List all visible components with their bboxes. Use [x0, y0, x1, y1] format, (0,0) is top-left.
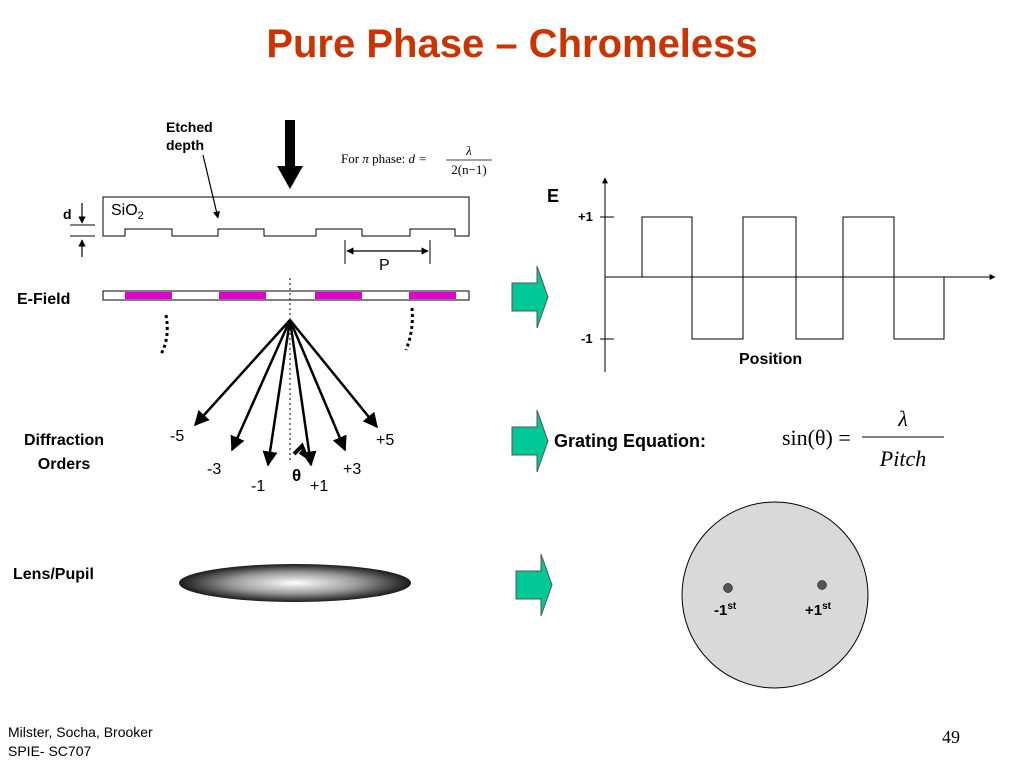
diffraction-orders-label: Diffraction Orders	[13, 429, 115, 477]
grating-numerator: λ	[898, 406, 908, 431]
theta-angle-mark	[292, 442, 311, 462]
efield-tick-minus1-label: -1	[581, 331, 593, 346]
pupil-label-plus1: +1st	[805, 601, 831, 619]
e-field-label: E-Field	[17, 291, 71, 308]
formula-pi: π	[362, 151, 369, 166]
slide-title: Pure Phase – Chromeless	[266, 22, 758, 66]
pupil-circle	[681, 501, 869, 689]
efield-x-label: Position	[739, 351, 803, 368]
mask-profile	[102, 196, 470, 237]
order-plus1-arrow	[288, 319, 317, 467]
phase-formula: For π phase: d =	[341, 151, 427, 167]
depth-marker	[70, 203, 95, 257]
formula-denominator: 2(n−1)	[451, 162, 487, 177]
pupil-minus-main: -1	[714, 602, 728, 619]
grating-denominator: Pitch	[879, 446, 927, 471]
order-minus3-arrow	[230, 319, 292, 452]
pupil-dot-plus1	[817, 580, 827, 590]
continuation-dots-left	[159, 314, 169, 355]
page-number: 49	[942, 727, 960, 747]
efield-tick-plus1-label: +1	[578, 209, 593, 224]
formula-prefix: For	[341, 151, 360, 166]
footer-credits: Milster, Socha, Brooker SPIE- SC707	[8, 723, 153, 761]
order-plus3-arrow	[288, 319, 347, 452]
pupil-dot-minus1	[723, 583, 733, 593]
grating-equation-label: Grating Equation:	[554, 431, 706, 451]
period-marker	[344, 240, 431, 264]
green-arrow-efield	[511, 265, 549, 329]
substrate-sub: 2	[137, 210, 144, 223]
lens-ellipse	[179, 564, 411, 602]
substrate-main: SiO	[111, 202, 138, 219]
formula-numerator: λ	[466, 143, 472, 158]
pupil-plus-sup: st	[822, 601, 832, 612]
incident-light-arrow	[277, 120, 303, 189]
etched-depth-label: Etched depth	[166, 118, 213, 154]
pupil-minus-sup: st	[727, 601, 737, 612]
footer-authors: Milster, Socha, Brooker	[8, 724, 153, 740]
substrate-label: SiO2	[111, 202, 144, 222]
efield-y-label: E	[547, 186, 560, 206]
diffraction-line1: Diffraction	[24, 432, 104, 449]
order-label-plus3: +3	[343, 461, 362, 478]
order-label-minus3: -3	[207, 461, 222, 478]
etched-label-line2: depth	[166, 137, 205, 153]
pupil-plus-main: +1	[805, 602, 823, 619]
order-label-minus1: -1	[251, 478, 266, 495]
pupil-label-minus1: -1st	[714, 601, 736, 619]
e-field-strip	[102, 290, 470, 301]
order-plus5-arrow	[289, 319, 378, 429]
grating-lhs: sin(θ) =	[782, 425, 851, 450]
green-arrow-pupil	[515, 553, 553, 617]
green-arrow-grating	[511, 409, 549, 473]
continuation-dots-right	[404, 307, 414, 351]
etched-depth-pointer	[202, 154, 221, 219]
lens-pupil-label: Lens/Pupil	[13, 566, 94, 583]
order-minus1-arrow	[262, 319, 292, 467]
order-label-plus5: +5	[376, 432, 395, 449]
theta-label: θ	[292, 466, 302, 485]
depth-label: d	[63, 206, 72, 222]
formula-lhs: d =	[408, 151, 428, 166]
order-label-minus5: -5	[170, 428, 185, 445]
diffraction-orders	[193, 319, 378, 467]
square-wave	[641, 216, 945, 340]
efield-plot	[600, 177, 996, 372]
formula-phase: phase:	[372, 151, 406, 166]
order-minus5-arrow	[193, 319, 291, 427]
order-label-plus1: +1	[310, 478, 329, 495]
period-label: P	[379, 257, 390, 274]
footer-course: SPIE- SC707	[8, 743, 92, 759]
etched-label-line1: Etched	[166, 119, 213, 135]
diffraction-line2: Orders	[37, 456, 91, 473]
